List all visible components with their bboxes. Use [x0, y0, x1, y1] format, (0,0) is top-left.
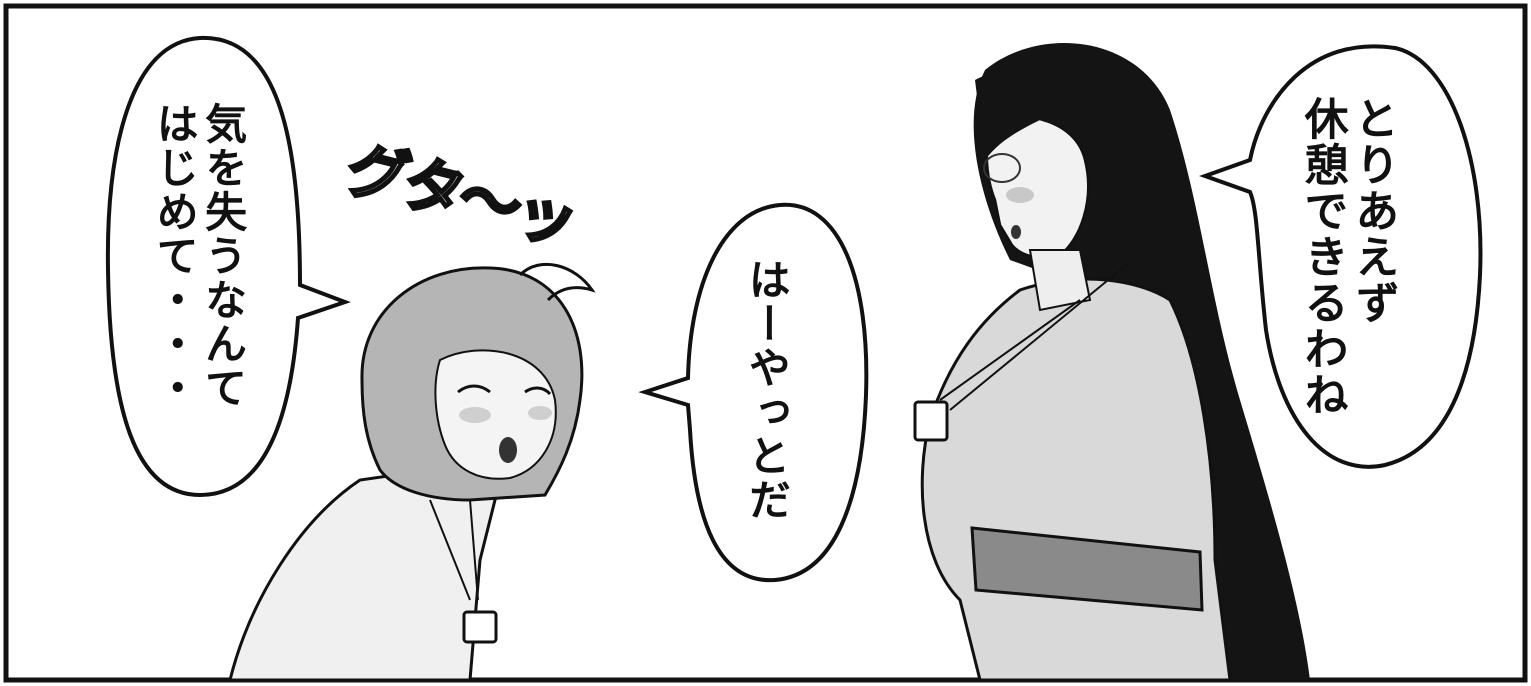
id-badge-right: [913, 400, 949, 442]
speech-bubble-right: [1199, 44, 1483, 469]
character-right: [913, 43, 1310, 682]
dialogue-right: とりあえず 休憩できるわね: [1296, 96, 1399, 418]
speech-bubble-middle: [638, 202, 869, 583]
dialogue-middle: はーやっとだ: [742, 258, 792, 522]
dialogue-left: 気を失うなんて はじめて・・・: [150, 102, 248, 410]
character-left: [228, 262, 596, 682]
speech-bubble-left: [105, 35, 351, 498]
id-badge-left: [462, 610, 498, 644]
